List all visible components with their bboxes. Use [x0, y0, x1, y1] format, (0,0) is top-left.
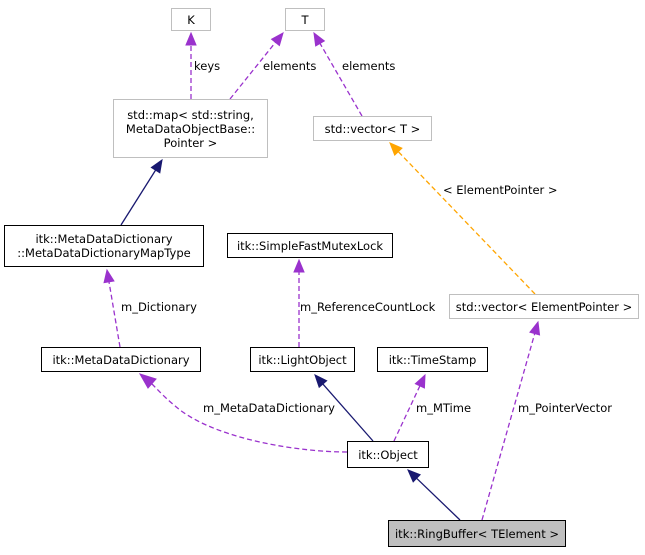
label-elements-vector: elements [342, 59, 396, 73]
node-metadata-dictionary[interactable]: itk::MetaDataDictionary [41, 347, 201, 372]
edge-map-inherit-line [120, 169, 157, 226]
edge-elements-map [229, 31, 284, 100]
edge-m-pointer-vector-arrowhead [529, 320, 541, 336]
node-text-line: itk::SimpleFastMutexLock [236, 238, 384, 253]
edge-keys [185, 31, 197, 99]
edge-m-dictionary [103, 268, 121, 348]
edge-element-pointer-arrowhead [389, 142, 403, 156]
node-text-line: itk::TimeStamp [388, 352, 477, 367]
edge-keys-arrowhead [185, 31, 197, 46]
edge-map-inherit [120, 158, 163, 226]
edge-m-reference-count-lock-arrowhead [293, 258, 305, 273]
node-light-object[interactable]: itk::LightObject [250, 347, 355, 372]
edge-m-meta-data-dictionary-arrowhead [138, 373, 157, 389]
edge-light-object-inherit-line [322, 383, 374, 442]
edge-object-inherit [407, 469, 461, 521]
edge-m-pointer-vector [481, 320, 541, 521]
node-simple-fast-mutex-lock[interactable]: itk::SimpleFastMutexLock [227, 233, 393, 258]
edge-light-object-inherit [314, 374, 374, 442]
node-t[interactable]: T [285, 8, 325, 31]
node-metadata-dictionary-map-type[interactable]: itk::MetaDataDictionary::MetaDataDiction… [4, 225, 204, 267]
node-object[interactable]: itk::Object [347, 441, 429, 468]
edge-m-mtime-line [393, 385, 421, 442]
edge-elements-vector [313, 31, 363, 117]
edge-element-pointer [389, 142, 536, 295]
edge-m-meta-data-dictionary [138, 373, 348, 453]
node-ring-buffer: itk::RingBuffer< TElement > [388, 520, 566, 547]
label-element-pointer: < ElementPointer > [443, 183, 558, 197]
edge-elements-map-line [229, 41, 276, 100]
edge-m-reference-count-lock [293, 258, 305, 347]
edge-m-dictionary-line [108, 281, 121, 348]
node-text-line: itk::MetaDataDictionary [35, 232, 173, 246]
edge-m-meta-data-dictionary-line [151, 383, 348, 453]
node-std-vector-t[interactable]: std::vector< T > [313, 116, 432, 141]
edge-map-inherit-arrowhead [150, 158, 163, 174]
edge-m-pointer-vector-line [481, 333, 536, 521]
edge-object-inherit-line [416, 477, 461, 521]
node-text-line: itk::Object [358, 447, 418, 462]
edge-m-mtime-arrowhead [414, 373, 426, 389]
label-m-mtime: m_MTime [416, 401, 472, 415]
node-text-line: std::vector< ElementPointer > [455, 299, 633, 314]
label-m-pointer-vector: m_PointerVector [518, 401, 612, 415]
node-text-line: std::vector< T > [324, 121, 421, 136]
edge-element-pointer-line [397, 151, 536, 295]
edge-elements-vector-line [319, 43, 363, 117]
node-k[interactable]: K [171, 8, 211, 31]
edge-elements-map-arrowhead [270, 31, 284, 47]
label-m-meta-data-dictionary: m_MetaDataDictionary [203, 401, 335, 415]
label-m-dictionary: m_Dictionary [121, 300, 197, 314]
node-std-vector-element-pointer[interactable]: std::vector< ElementPointer > [449, 294, 639, 319]
edge-m-mtime [393, 373, 426, 442]
node-std-map[interactable]: std::map< std::string,MetaDataObjectBase… [113, 99, 268, 158]
edge-elements-vector-arrowhead [313, 31, 326, 47]
label-elements-map: elements [263, 59, 317, 73]
label-keys: keys [194, 59, 221, 73]
node-time-stamp[interactable]: itk::TimeStamp [377, 347, 488, 372]
label-m-reference-count-lock: m_ReferenceCountLock [300, 300, 436, 314]
node-text-line: itk::MetaDataDictionary [52, 352, 190, 367]
node-text-line: K [187, 12, 195, 27]
node-text-line: Pointer > [163, 135, 218, 150]
node-text-line: itk::RingBuffer< TElement > [394, 526, 559, 541]
node-text-line: MetaDataObjectBase:: [125, 121, 256, 136]
node-text-line: std::map< std::string, [127, 107, 254, 122]
node-text-line: itk::LightObject [258, 352, 347, 367]
edge-m-dictionary-arrowhead [103, 268, 115, 284]
node-text-line: ::MetaDataDictionaryMapType [17, 246, 191, 260]
node-text-line: T [301, 12, 309, 27]
edge-object-inherit-arrowhead [407, 469, 421, 483]
edge-light-object-inherit-arrowhead [314, 374, 328, 389]
